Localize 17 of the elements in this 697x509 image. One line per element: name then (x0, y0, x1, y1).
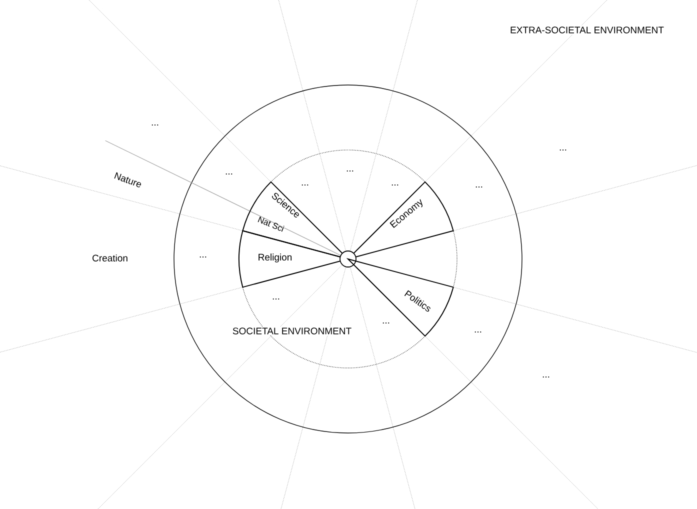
hub-circle (340, 250, 356, 268)
region-label: ... (198, 255, 208, 258)
region-label: ... (473, 330, 483, 334)
region-label: Nature (112, 170, 144, 190)
region-label: ... (381, 321, 391, 324)
region-label: ... (558, 148, 568, 152)
region-label: ... (150, 123, 160, 126)
region-label: ... (224, 172, 234, 176)
region-label: ... (300, 183, 310, 186)
region-label: ... (345, 169, 355, 172)
region-label: ... (271, 297, 281, 300)
region-label: EXTRA-SOCIETAL ENVIRONMENT (509, 26, 665, 34)
region-label: SOCIETAL ENVIRONMENT (231, 326, 353, 336)
region-label: ... (390, 183, 400, 186)
region-label: ... (474, 185, 484, 188)
region-label: ... (541, 375, 551, 378)
region-label: Creation (91, 254, 129, 262)
